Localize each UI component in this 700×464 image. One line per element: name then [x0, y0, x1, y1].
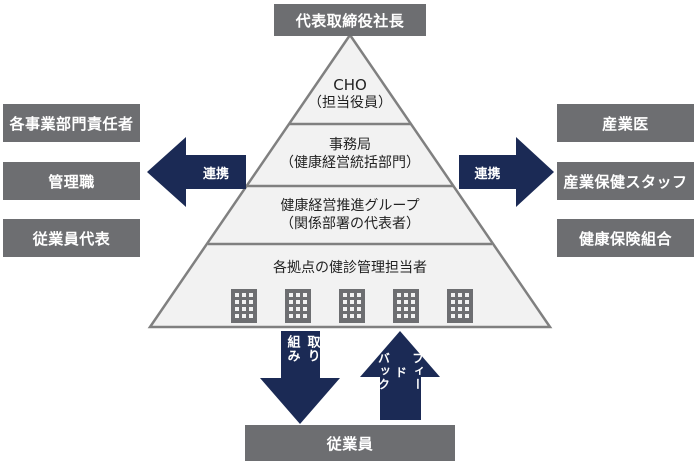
up-arrow-label-col1: フィー	[410, 352, 425, 391]
right-box-health-staff: 産業保健スタッフ	[557, 162, 694, 200]
tier1-subtitle: （担当役員）	[308, 95, 392, 111]
left-box-managers: 管理職	[3, 162, 140, 200]
left-box-employee-reps: 従業員代表	[3, 219, 140, 257]
down-arrow-label-col1: 取り	[304, 335, 320, 363]
right-arrow-label: 連携	[474, 167, 501, 182]
left-box-division-heads: 各事業部門責任者	[3, 104, 140, 142]
down-arrow	[260, 331, 340, 424]
tier3-text: 健康経営推進グループ （関係部署の代表者）	[0, 197, 700, 233]
pyramid-outline	[147, 32, 553, 329]
building-icons	[231, 289, 473, 323]
building-icon	[285, 289, 311, 323]
tier2-title: 事務局	[329, 137, 371, 153]
tier1-title: CHO	[333, 76, 367, 94]
up-arrow-label: フィー ド バック	[377, 352, 425, 418]
tier3-subtitle: （関係部署の代表者）	[280, 216, 420, 232]
left-arrow-label: 連携	[202, 167, 229, 182]
up-arrow	[360, 331, 440, 420]
down-arrow-label: 取り 組み	[284, 335, 320, 379]
down-arrow-label-col2: 組み	[284, 335, 300, 363]
right-box-occupational-physician: 産業医	[557, 104, 694, 142]
tier2-text: 事務局 （健康経営統括部門）	[0, 136, 700, 172]
right-box-health-insurance: 健康保険組合	[557, 219, 694, 257]
tier4-text: 各拠点の健診管理担当者	[0, 259, 700, 277]
ceo-box: 代表取締役社長	[274, 4, 426, 36]
up-arrow-label-col2: ド	[393, 366, 408, 379]
building-icon	[447, 289, 473, 323]
tier1-text: CHO （担当役員）	[0, 76, 700, 112]
up-arrow-label-col3: バック	[376, 352, 391, 391]
employees-box: 従業員	[245, 425, 455, 461]
building-icon	[339, 289, 365, 323]
tier3-title: 健康経営推進グループ	[280, 198, 420, 214]
building-icon	[231, 289, 257, 323]
tier4-title: 各拠点の健診管理担当者	[273, 260, 427, 276]
tier2-subtitle: （健康経営統括部門）	[280, 155, 420, 171]
right-arrow	[459, 137, 554, 207]
left-arrow	[147, 137, 246, 207]
building-icon	[393, 289, 419, 323]
